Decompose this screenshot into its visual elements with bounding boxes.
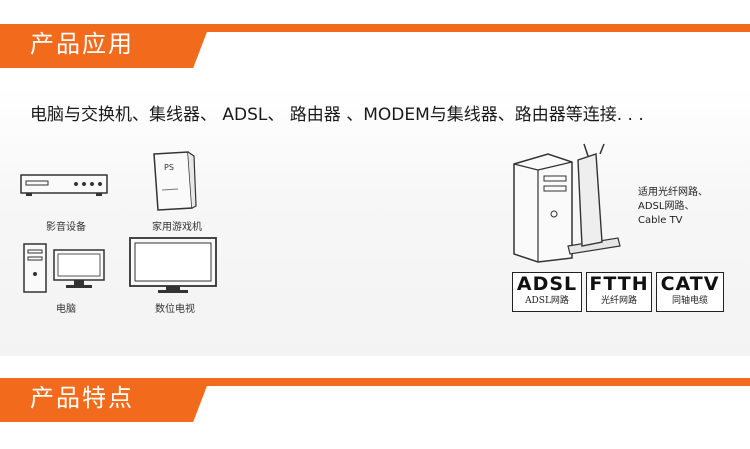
badge-ftth-label: FTTH [589, 273, 649, 295]
badge-catv-sub: 同轴电缆 [671, 296, 708, 306]
badge-adsl-label: ADSL [516, 273, 578, 295]
section-title-features: 产品特点 [30, 384, 134, 412]
computer-icon [23, 243, 105, 293]
network-note-line: ADSL网路、 [638, 201, 695, 212]
network-note-line: 适用光纤网路、 [638, 187, 708, 198]
computer-tower-modem-icon [513, 143, 621, 263]
application-description: 电脑与交换机、集线器、 ADSL、 路由器 、MODEM与集线器、路由器等连接.… [30, 105, 644, 125]
banner-stripe [0, 378, 750, 386]
game-console-icon: PS [153, 151, 197, 211]
badge-adsl-sub: ADSL网路 [525, 296, 569, 306]
network-note: 适用光纤网路、 ADSL网路、 Cable TV [638, 186, 708, 228]
dvd-player-icon [20, 174, 108, 196]
svg-text:PS: PS [164, 163, 174, 172]
digital-tv-icon [129, 237, 217, 293]
caption-dvd-player: 影音设备 [46, 222, 86, 233]
banner-stripe [0, 24, 750, 32]
badge-adsl: ADSL ADSL网路 [512, 272, 582, 312]
caption-game-console: 家用游戏机 [152, 222, 202, 233]
section-banner-application: 产品应用 [0, 12, 750, 68]
banner-tab [0, 378, 210, 422]
banner-tab [0, 24, 210, 68]
caption-computer: 电脑 [56, 304, 76, 315]
network-note-line: Cable TV [638, 215, 683, 226]
section-banner-features: 产品特点 [0, 366, 750, 422]
section-title-application: 产品应用 [30, 30, 134, 58]
badge-catv: CATV 同轴电缆 [656, 272, 724, 312]
badge-catv-label: CATV [660, 273, 720, 295]
badge-ftth: FTTH 光纤网路 [586, 272, 652, 312]
badge-ftth-sub: 光纤网路 [600, 296, 637, 306]
caption-digital-tv: 数位电视 [155, 304, 195, 315]
